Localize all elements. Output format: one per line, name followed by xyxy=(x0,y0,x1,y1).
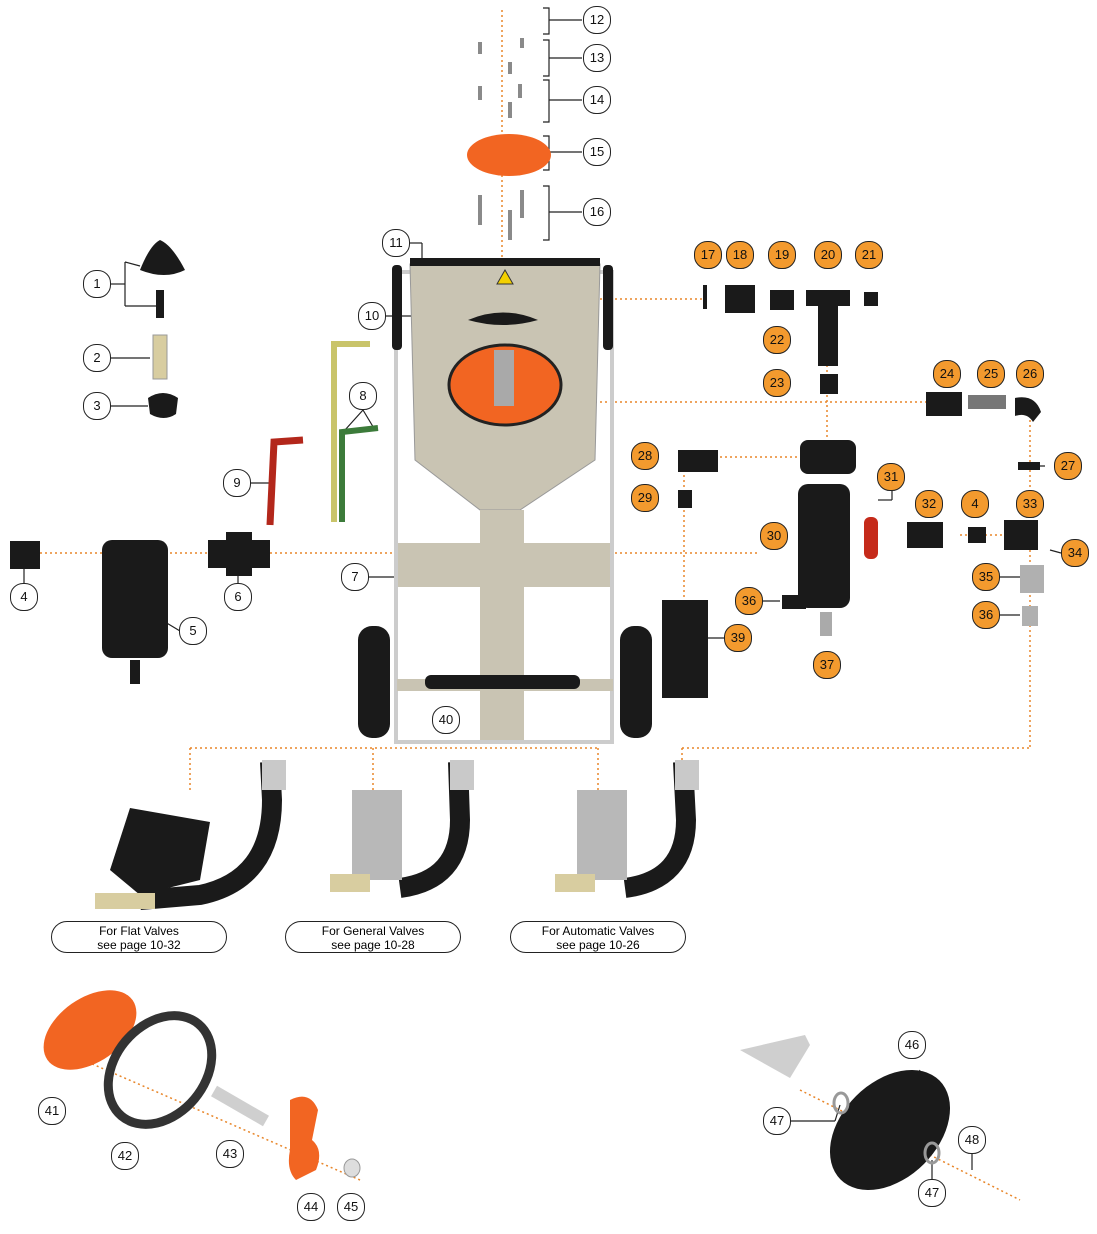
gasket-disk xyxy=(467,134,551,176)
caption-line: For General Valves xyxy=(321,924,425,938)
part-label: 14 xyxy=(583,86,611,114)
washer-45 xyxy=(343,1158,361,1178)
hose-8b xyxy=(339,425,379,522)
part-label: 44 xyxy=(297,1193,325,1221)
part-label: 6 xyxy=(224,583,252,611)
part-label: 11 xyxy=(382,229,410,257)
tank-assembly xyxy=(358,258,652,744)
part-label-orange: 20 xyxy=(814,241,842,269)
part-label: 40 xyxy=(432,706,460,734)
fitting-4-left xyxy=(10,541,40,569)
fitting-36 xyxy=(1022,606,1038,626)
caption-line: For Automatic Valves xyxy=(541,924,655,938)
part-label-orange: 23 xyxy=(763,369,791,397)
washer-47a xyxy=(832,1091,850,1115)
caption-line: see page 10-26 xyxy=(556,938,640,952)
part-label-orange: 17 xyxy=(694,241,722,269)
sleeve-part xyxy=(152,334,168,380)
caption-line: For Flat Valves xyxy=(99,924,179,938)
part-label: 43 xyxy=(216,1140,244,1168)
part-label-orange: 36 xyxy=(972,601,1000,629)
part-label: 48 xyxy=(958,1126,986,1154)
bracket-marks xyxy=(23,7,1062,1180)
part-label-orange: 22 xyxy=(763,326,791,354)
part-label-orange: 30 xyxy=(760,522,788,550)
part-label: 5 xyxy=(179,617,207,645)
part-label-orange: 24 xyxy=(933,360,961,388)
washer-47b xyxy=(923,1141,941,1165)
part-label: 3 xyxy=(83,392,111,420)
part-label: 15 xyxy=(583,138,611,166)
part-label: 47 xyxy=(918,1179,946,1207)
right-fittings xyxy=(662,285,1041,698)
filter-5 xyxy=(102,540,168,658)
part-label: 2 xyxy=(83,344,111,372)
part-label-orange: 28 xyxy=(631,442,659,470)
part-label-orange: 39 xyxy=(724,624,752,652)
part-label-orange: 37 xyxy=(813,651,841,679)
caption-line: see page 10-28 xyxy=(331,938,415,952)
part-label-orange: 18 xyxy=(726,241,754,269)
part-label: 41 xyxy=(38,1097,66,1125)
part-label: 4 xyxy=(10,583,38,611)
part-label: 16 xyxy=(583,198,611,226)
part-label-orange: 26 xyxy=(1016,360,1044,388)
part-label-orange: 31 xyxy=(877,463,905,491)
part-label: 45 xyxy=(337,1193,365,1221)
caption-automatic-valves: For Automatic Valves see page 10-26 xyxy=(510,921,686,953)
part-label-orange: 4 xyxy=(961,490,989,518)
part-label-orange: 25 xyxy=(977,360,1005,388)
part-label: 46 xyxy=(898,1031,926,1059)
caption-flat-valves: For Flat Valves see page 10-32 xyxy=(51,921,227,953)
part-label: 42 xyxy=(111,1142,139,1170)
part-label: 12 xyxy=(583,6,611,34)
hose-8a xyxy=(331,341,370,522)
part-label: 8 xyxy=(349,382,377,410)
part-label-orange: 36 xyxy=(735,587,763,615)
caption-line: see page 10-32 xyxy=(97,938,181,952)
caption-general-valves: For General Valves see page 10-28 xyxy=(285,921,461,953)
valve-35 xyxy=(1020,565,1044,593)
plate-46 xyxy=(829,1069,951,1191)
seal-part xyxy=(148,393,178,418)
bolt-43 xyxy=(211,1085,269,1127)
part-label: 1 xyxy=(83,270,111,298)
part-label-orange: 34 xyxy=(1061,539,1089,567)
part-label-orange: 32 xyxy=(915,490,943,518)
part-label-orange: 29 xyxy=(631,484,659,512)
valve-illustrations xyxy=(95,760,699,910)
part-label: 13 xyxy=(583,44,611,72)
stem-part xyxy=(156,290,164,318)
pins-group xyxy=(478,38,524,240)
clamp-44 xyxy=(288,1096,320,1180)
part-label-orange: 33 xyxy=(1016,490,1044,518)
part-label-orange: 21 xyxy=(855,241,883,269)
bracket-plate xyxy=(740,1035,810,1078)
part-red-31 xyxy=(864,517,878,559)
part-label: 7 xyxy=(341,563,369,591)
part-label: 47 xyxy=(763,1107,791,1135)
oring-42 xyxy=(103,1011,217,1129)
part-label-orange: 19 xyxy=(768,241,796,269)
cap-part xyxy=(140,240,185,275)
orange-disk-41 xyxy=(43,990,137,1070)
part-label-orange: 27 xyxy=(1054,452,1082,480)
part-label: 9 xyxy=(223,469,251,497)
part-label: 10 xyxy=(358,302,386,330)
hose-9 xyxy=(266,436,304,526)
part-label-orange: 35 xyxy=(972,563,1000,591)
